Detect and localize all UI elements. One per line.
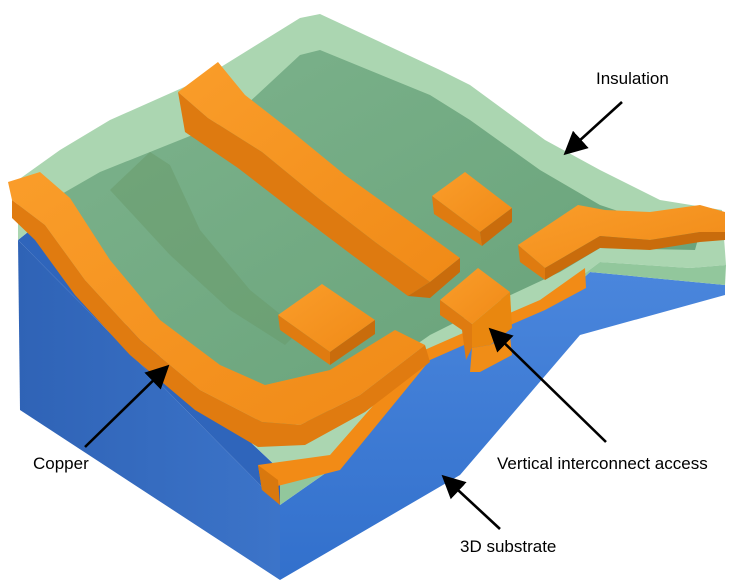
copper-right-trace-top <box>518 205 725 268</box>
insulation-trough <box>110 152 300 345</box>
via-arrow <box>488 327 607 443</box>
via-label: Vertical interconnect access <box>497 454 708 473</box>
copper-l-trace-top <box>8 172 425 425</box>
substrate-label: 3D substrate <box>460 537 557 556</box>
copper-pad-upper-top <box>432 172 512 232</box>
insulation-arrow <box>563 101 623 156</box>
insulation-label: Insulation <box>596 69 669 88</box>
copper-pad-lower-top <box>278 284 375 352</box>
copper-layer <box>8 62 725 505</box>
callout-arrows <box>84 101 623 530</box>
copper-diagonal-bar-side <box>178 92 430 296</box>
copper-label: Copper <box>33 454 89 473</box>
substrate-arrow <box>441 474 501 530</box>
copper-arrow <box>84 364 170 448</box>
substrate-front-face <box>280 272 725 580</box>
copper-via-side <box>440 300 472 360</box>
copper-via-top <box>440 268 510 324</box>
substrate-side-face <box>18 240 280 580</box>
copper-diagonal-bar-top <box>178 62 460 282</box>
